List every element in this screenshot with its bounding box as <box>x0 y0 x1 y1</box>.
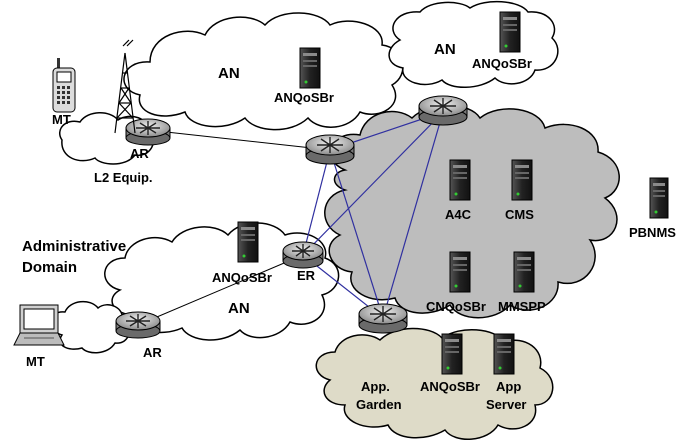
label-an-top: AN <box>218 65 240 82</box>
server-anqosbr-garden <box>441 333 463 375</box>
router-core-top <box>305 134 355 165</box>
label-mt-bottom: MT <box>26 354 45 369</box>
access-network-cloud-top <box>123 12 404 131</box>
label-mmspp: MMSPP <box>498 299 546 314</box>
label-app-server-line1: App <box>496 379 521 394</box>
antenna-tower-icon <box>114 39 136 134</box>
access-links <box>137 129 331 326</box>
label-anqosbr-topright: ANQoSBr <box>472 56 532 71</box>
label-an-mid: AN <box>228 300 250 317</box>
label-cnqosbr: CNQoSBr <box>426 299 486 314</box>
label-er: ER <box>297 268 316 283</box>
label-app-garden-line2: Garden <box>356 397 402 412</box>
server-app-server <box>493 333 515 375</box>
label-app-server-line2: Server <box>486 397 526 412</box>
label-a4c: A4C <box>445 207 472 222</box>
server-cnqosbr <box>449 251 471 293</box>
server-pbnms <box>649 177 669 219</box>
label-an-topright: AN <box>434 41 456 58</box>
mobile-phone-icon <box>52 58 76 113</box>
label-l2-equip: L2 Equip. <box>94 170 153 185</box>
router-ar-bottom <box>115 311 161 339</box>
router-core-topright <box>418 95 468 126</box>
router-ar-top <box>125 118 171 146</box>
server-anqosbr-top <box>299 47 321 89</box>
label-anqosbr-mid: ANQoSBr <box>212 270 272 285</box>
server-cms <box>511 159 533 201</box>
label-admin-domain-line2: Domain <box>22 259 77 276</box>
label-admin-domain-line1: Administrative <box>22 238 126 255</box>
label-ar-bottom: AR <box>143 345 162 360</box>
label-pbnms: PBNMS <box>629 225 676 240</box>
router-garden <box>358 303 408 334</box>
label-ar-top: AR <box>130 146 149 161</box>
server-anqosbr-topright <box>499 11 521 53</box>
server-mmspp <box>513 251 535 293</box>
label-app-garden-line1: App. <box>361 379 390 394</box>
server-a4c <box>449 159 471 201</box>
access-network-cloud-topright <box>388 0 559 88</box>
label-cms: CMS <box>505 207 534 222</box>
label-anqosbr-garden: ANQoSBr <box>420 379 480 394</box>
laptop-icon <box>13 304 65 346</box>
server-anqosbr-mid <box>237 221 259 263</box>
label-mt-top: MT <box>52 112 71 127</box>
router-er <box>282 241 324 269</box>
label-anqosbr-top: ANQoSBr <box>274 90 334 105</box>
access-network-cloud-mid <box>104 222 340 341</box>
